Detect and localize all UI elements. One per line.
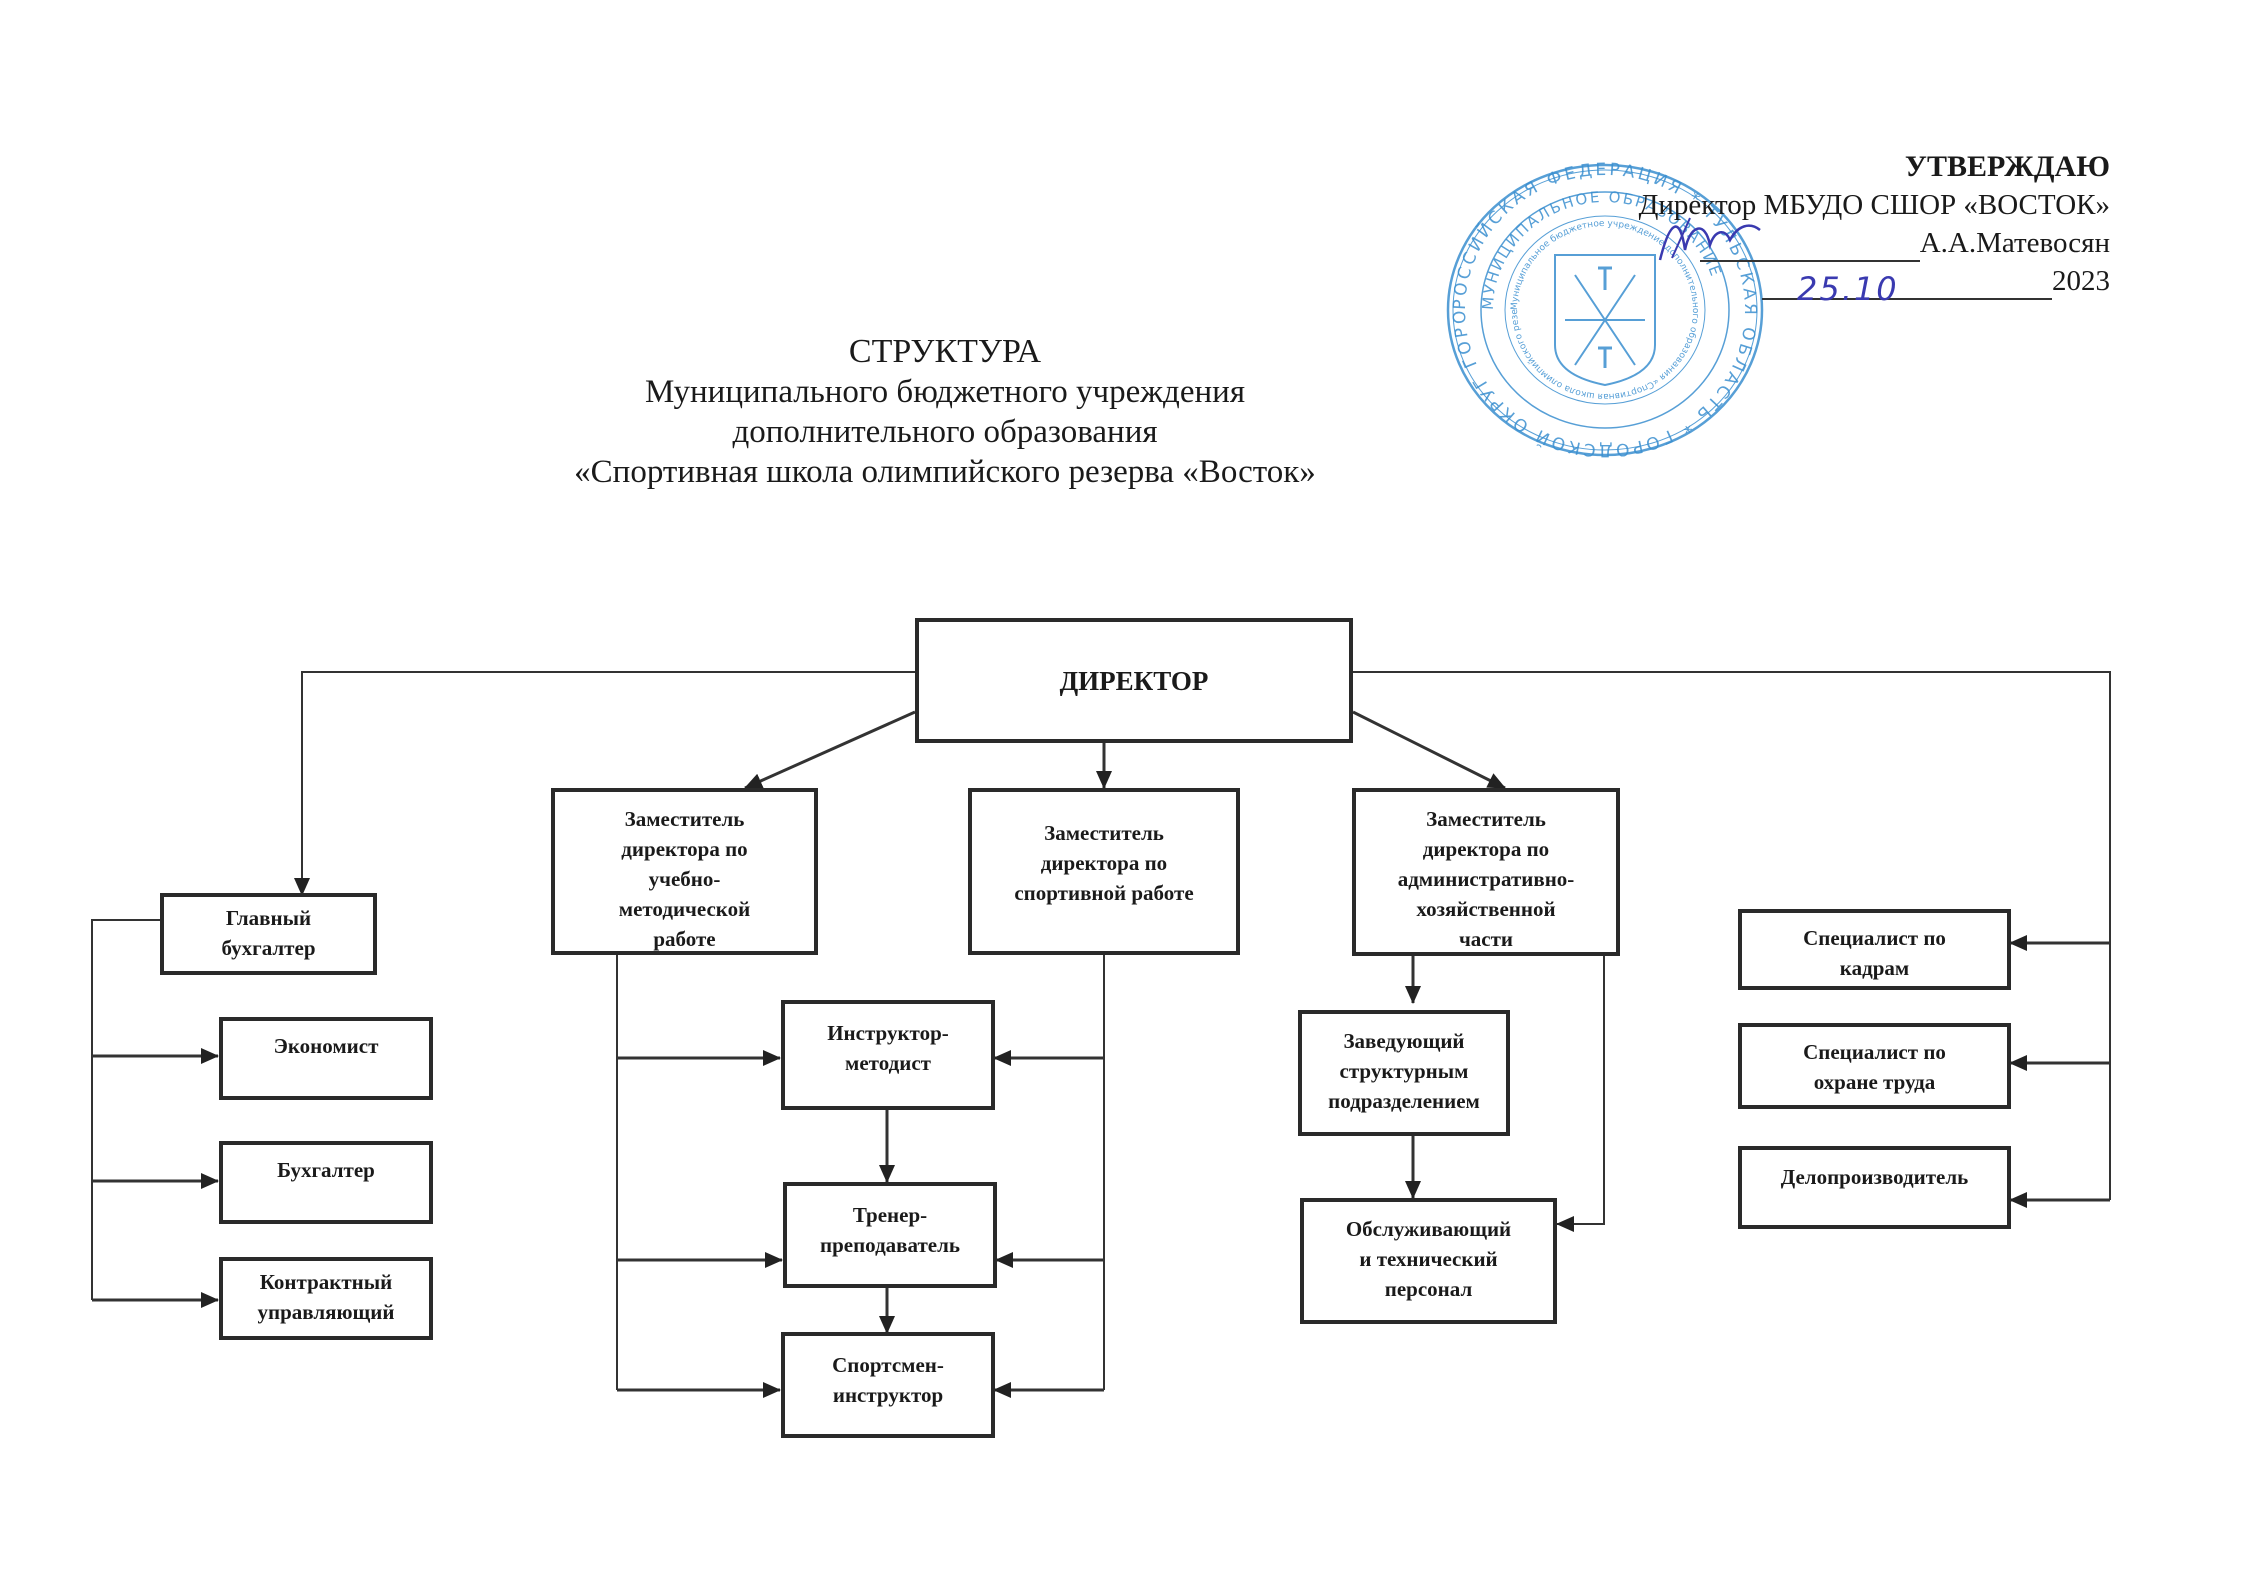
deputy-sport-label: Заместитель директора по спортивной рабо… <box>1014 821 1194 905</box>
box-deputy-admin: Заместитель директора по административно… <box>1352 788 1620 956</box>
box-service-staff: Обслуживающий и технический персонал <box>1300 1198 1557 1324</box>
box-contract-manager: Контрактный управляющий <box>219 1257 433 1340</box>
document-title: СТРУКТУРА Муниципального бюджетного учре… <box>0 332 1890 492</box>
line-admin-service <box>1556 956 1605 1232</box>
box-hr-specialist: Специалист по кадрам <box>1738 909 2011 990</box>
service-staff-label: Обслуживающий и технический персонал <box>1345 1217 1512 1301</box>
box-instructor-methodist: Инструктор- методист <box>781 1000 995 1110</box>
box-clerk: Делопроизводитель <box>1738 1146 2011 1229</box>
box-head-structural-unit: Заведующий структурным подразделением <box>1298 1010 1510 1136</box>
clerk-label: Делопроизводитель <box>1780 1165 1969 1189</box>
deputy-admin-label: Заместитель директора по административно… <box>1397 807 1575 951</box>
title-line-2: Муниципального бюджетного учреждения <box>645 374 1245 410</box>
head-structural-unit-label: Заведующий структурным подразделением <box>1328 1029 1480 1113</box>
box-deputy-sport: Заместитель директора по спортивной рабо… <box>968 788 1240 955</box>
economist-label: Экономист <box>273 1034 379 1058</box>
arrow-director-deputy-admin <box>1352 710 1506 790</box>
coach-teacher-label: Тренер- преподаватель <box>819 1203 961 1257</box>
box-athlete-instructor: Спортсмен- инструктор <box>781 1332 995 1438</box>
approval-year: 2023 <box>2052 265 2110 297</box>
signature <box>1658 217 1761 261</box>
director-label: ДИРЕКТОР <box>1059 665 1209 696</box>
title-line-4: «Спортивная школа олимпийского резерва «… <box>574 454 1316 490</box>
deputy-methodical-label: Заместитель директора по учебно- методич… <box>618 807 751 951</box>
approval-block: УТВЕРЖДАЮ Директор МБУДО СШОР «ВОСТОК» А… <box>1638 148 2110 308</box>
athlete-instructor-label: Спортсмен- инструктор <box>832 1353 944 1407</box>
box-coach-teacher: Тренер- преподаватель <box>783 1182 997 1288</box>
line-chief-accountant-bracket <box>91 919 160 1300</box>
line-director-chief-accountant <box>294 671 915 896</box>
approval-date: 25.10 <box>1797 270 1899 308</box>
box-chief-accountant: Главный бухгалтер <box>160 893 377 975</box>
box-accountant: Бухгалтер <box>219 1141 433 1224</box>
approval-heading: УТВЕРЖДАЮ <box>1904 150 2110 183</box>
title-line-3: дополнительного образования <box>732 414 1158 450</box>
accountant-label: Бухгалтер <box>277 1158 375 1182</box>
box-labor-safety-specialist: Специалист по охране труда <box>1738 1023 2011 1109</box>
box-economist: Экономист <box>219 1017 433 1100</box>
arrow-director-deputy-methodical <box>744 710 916 790</box>
date-line: 25.10 <box>1762 270 2052 308</box>
contract-manager-label: Контрактный управляющий <box>257 1270 395 1324</box>
title-line-1: СТРУКТУРА <box>848 333 1042 370</box>
hr-specialist-label: Специалист по кадрам <box>1803 926 1946 980</box>
approval-name: А.А.Матевосян <box>1919 227 2110 259</box>
box-deputy-methodical: Заместитель директора по учебно- методич… <box>551 788 818 955</box>
box-director: ДИРЕКТОР <box>915 618 1353 743</box>
official-stamp: РОССИЙСКАЯ ФЕДЕРАЦИЯ * ТУЛЬСКАЯ ОБЛАСТЬ … <box>1440 160 1764 460</box>
labor-safety-specialist-label: Специалист по охране труда <box>1803 1040 1946 1094</box>
signature-line <box>1699 230 1920 262</box>
chief-accountant-label: Главный бухгалтер <box>221 906 316 960</box>
approval-position: Директор МБУДО СШОР «ВОСТОК» <box>1638 189 2110 221</box>
instructor-methodist-label: Инструктор- методист <box>827 1021 949 1075</box>
line-director-right-column <box>1353 671 2111 1200</box>
